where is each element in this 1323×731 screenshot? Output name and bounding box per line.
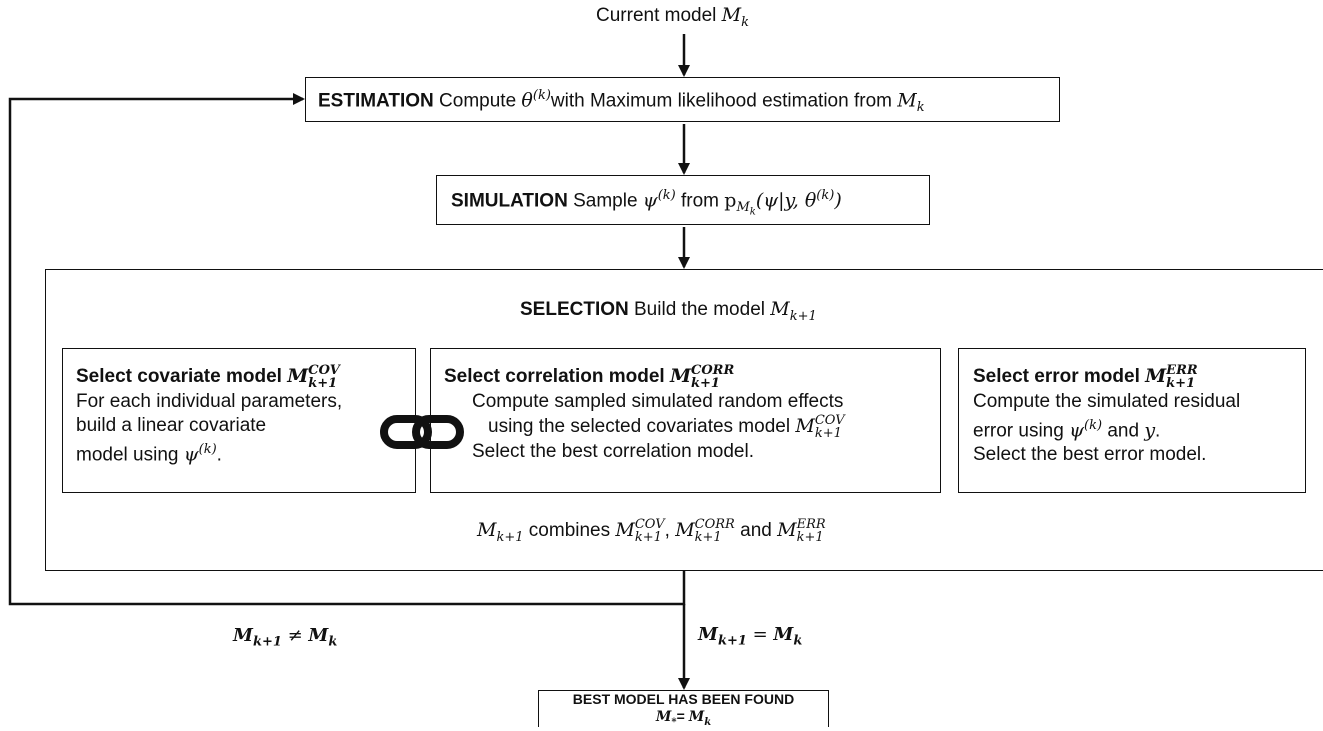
simulation-box bbox=[436, 175, 930, 225]
simulation-text: SIMULATION Sample ψ(k) from pMk(ψ|y, θ(k… bbox=[451, 188, 842, 218]
correlation-model-box bbox=[430, 348, 941, 493]
chain-link-icon bbox=[380, 415, 464, 449]
error-model-box bbox=[958, 348, 1306, 493]
loop-condition-label: Mk+1 ≠ Mk bbox=[233, 625, 338, 650]
current-model-label: Current model Mk bbox=[596, 4, 750, 30]
exit-condition-label: Mk+1 = Mk bbox=[698, 624, 803, 649]
best-model-text: BEST MODEL HAS BEEN FOUND M*= Mk bbox=[572, 691, 795, 728]
best-model-box bbox=[538, 690, 829, 727]
estimation-box bbox=[305, 77, 1060, 122]
estimation-text: ESTIMATION Compute θ(k)with Maximum like… bbox=[318, 88, 925, 116]
covariate-model-box bbox=[62, 348, 416, 493]
selection-title: SELECTION Build the model Mk+1 bbox=[520, 298, 817, 324]
loop-back-line bbox=[8, 93, 686, 606]
